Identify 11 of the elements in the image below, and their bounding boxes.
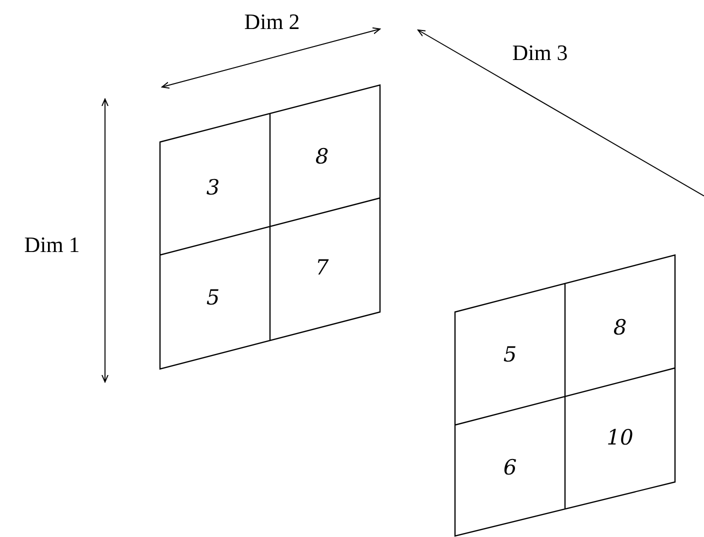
cell-value: 3: [206, 178, 220, 198]
cell-value: 8: [613, 318, 627, 338]
cell-value: 8: [315, 146, 329, 168]
cell-value: 5: [503, 344, 517, 366]
cell-value: 7: [315, 258, 329, 278]
dimension-label: Dim 2: [244, 11, 300, 33]
cell-value: 10: [606, 428, 634, 448]
dimension-label: Dim 3: [512, 42, 568, 64]
dimension-label: Dim 1: [24, 234, 80, 256]
cell-value: 6: [503, 458, 517, 478]
cell-value: 5: [206, 288, 220, 308]
